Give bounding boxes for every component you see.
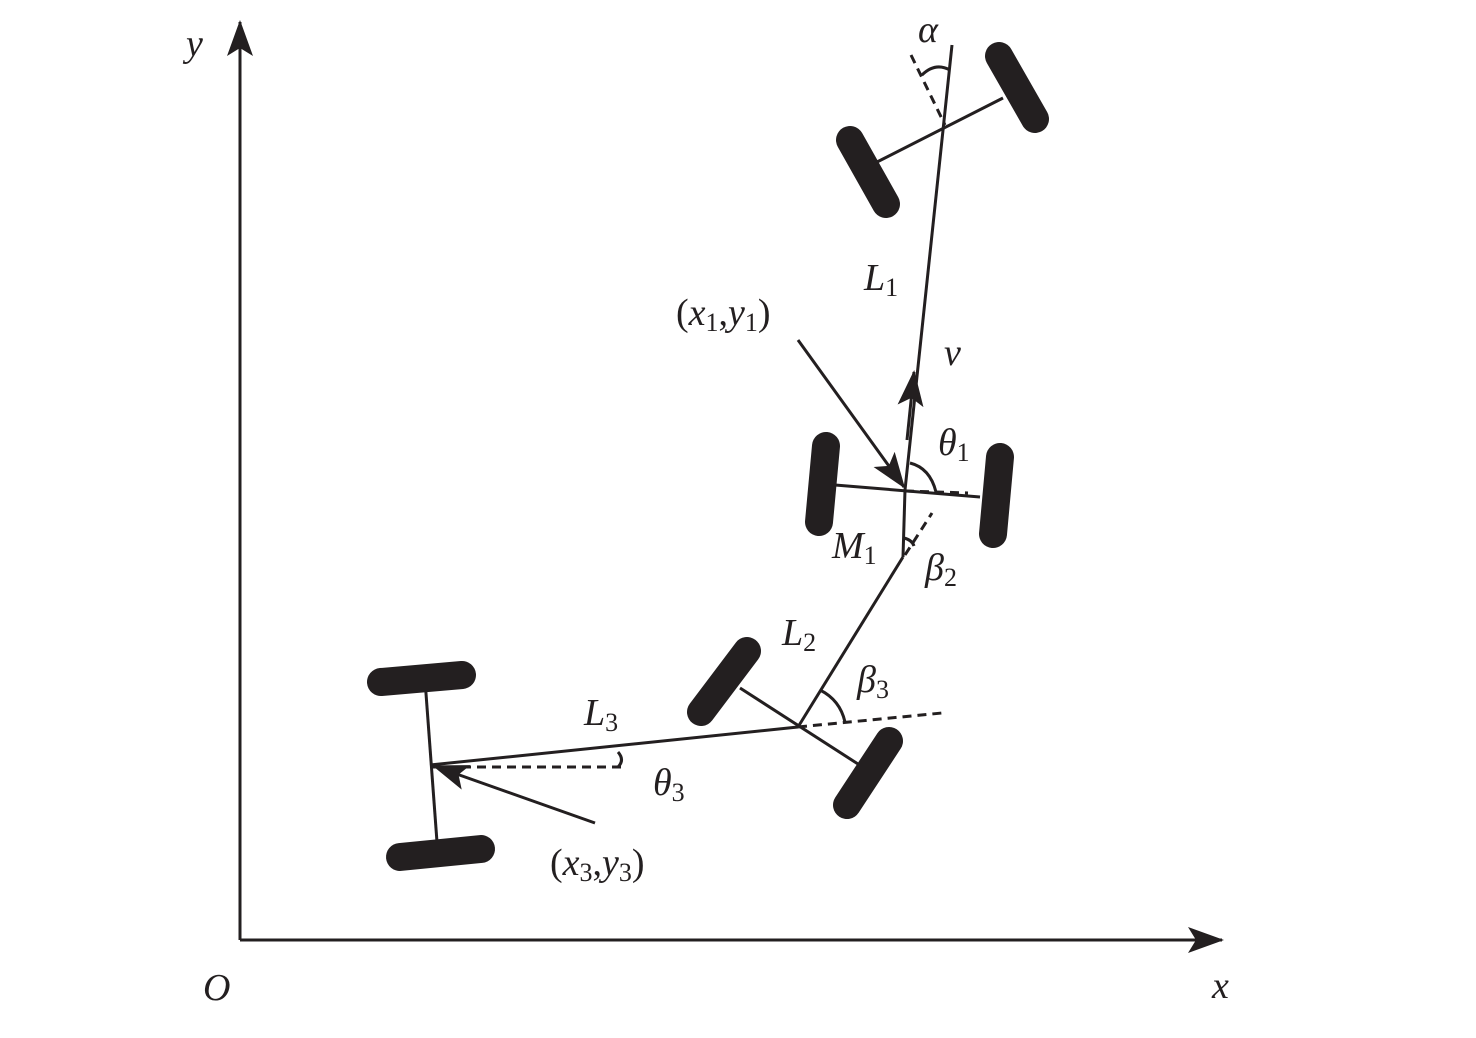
tractor-right-wheel (979, 443, 1014, 548)
theta1-angle-arc (909, 461, 938, 493)
alpha-angle-arc (920, 65, 951, 77)
x3y3-label: (x3,y3) (550, 842, 645, 887)
theta3-label: θ3 (653, 762, 685, 807)
front-axle-line (876, 96, 1004, 164)
beta2-angle-arc (903, 536, 916, 547)
theta3-angle-arc (616, 751, 623, 769)
x-axis-label: x (1211, 965, 1229, 1007)
first-trailer (687, 556, 943, 819)
beta3-angle-arc (819, 688, 847, 723)
beta3-reference-dashed (797, 711, 943, 729)
trailer2-bottom-wheel (386, 835, 495, 871)
origin-label: O (203, 967, 230, 1009)
trailer-link-L3 (429, 725, 799, 767)
coordinate-axes (227, 20, 1224, 953)
x1y1-label: (x1,y1) (676, 292, 771, 337)
steering-reference-dashed (909, 54, 947, 126)
alpha-label: α (918, 9, 939, 51)
front-right-wheel (985, 42, 1049, 133)
beta2-label: β2 (924, 547, 957, 592)
trailer2-axle-line (423, 679, 439, 843)
M1-label: M1 (831, 525, 877, 570)
tractor-left-wheel (805, 432, 840, 536)
trailer2-top-wheel (367, 661, 476, 696)
velocity-arrow (897, 370, 924, 441)
y-axis-label: y (182, 23, 203, 65)
L3-label: L3 (583, 692, 618, 737)
x1y1-pointer-arrow (796, 339, 906, 489)
trailer-link-L2 (796, 556, 905, 728)
x3y3-pointer-arrow (432, 764, 596, 825)
trailer1-left-wheel (687, 637, 761, 726)
v-label: v (944, 332, 961, 374)
front-axle (836, 42, 1049, 491)
beta3-label: β3 (856, 659, 889, 704)
L1-label: L1 (863, 257, 898, 302)
L2-label: L2 (781, 612, 816, 657)
front-left-wheel (836, 126, 900, 218)
beta2-reference-dashed (903, 512, 934, 556)
theta1-label: θ1 (938, 422, 970, 467)
tractor-rear-axle (805, 432, 1014, 558)
hitch-offset-M1 (901, 489, 907, 558)
tractor-body-line-L1 (903, 44, 954, 491)
theta1-reference-dashed (904, 489, 969, 495)
trailer1-right-wheel (833, 727, 903, 819)
